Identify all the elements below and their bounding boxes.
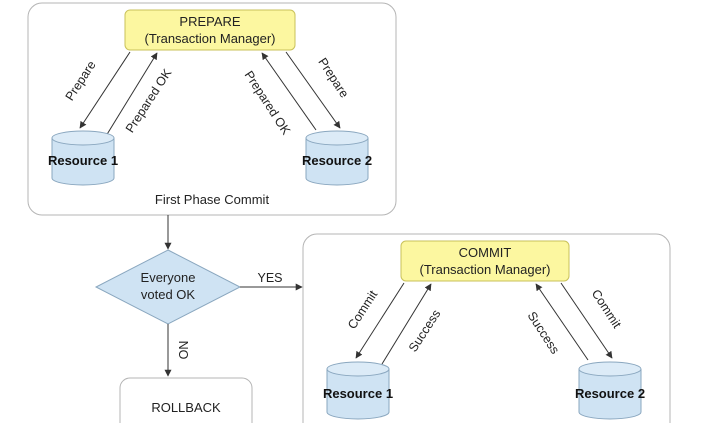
prepare-manager-subtitle: (Transaction Manager): [144, 31, 275, 46]
success-arrow-right: [535, 283, 589, 361]
commit-arrow-left: [355, 282, 405, 359]
commit-resource-2-label: Resource 2: [575, 386, 645, 401]
commit-resource-2-cylinder: Resource 2: [575, 361, 645, 420]
commit-manager-box: COMMIT (Transaction Manager): [400, 240, 570, 282]
commit-arrow-right: [560, 282, 613, 359]
decision-line-1: Everyone: [141, 270, 196, 285]
decision-diamond: Everyone voted OK: [94, 249, 242, 325]
resource-1-cylinder: Resource 1: [48, 130, 118, 186]
rollback-label: ROLLBACK: [151, 400, 221, 415]
first-phase-caption: First Phase Commit: [155, 192, 270, 207]
first-phase-panel: PREPARE (Transaction Manager) Prepare Pr…: [27, 2, 397, 216]
prepare-manager-box: PREPARE (Transaction Manager): [124, 9, 296, 51]
no-label: NO: [176, 341, 190, 360]
prepare-arrow-left: [79, 51, 131, 129]
prepared-ok-arrow-left: [105, 52, 158, 137]
resource-2-label: Resource 2: [302, 153, 372, 168]
prepare-arrow-right: [285, 51, 341, 129]
rollback-box: ROLLBACK: [119, 377, 253, 423]
prepare-manager-title: PREPARE: [179, 14, 240, 29]
decision-line-2: voted OK: [141, 287, 196, 302]
yes-label: YES: [257, 271, 282, 285]
success-arrow-left: [381, 283, 432, 365]
second-phase-panel: COMMIT (Transaction Manager) Commit Succ…: [302, 233, 671, 423]
commit-resource-1-cylinder: Resource 1: [323, 361, 393, 420]
resource-2-cylinder: Resource 2: [302, 130, 372, 186]
prepared-ok-arrow-right: [261, 52, 317, 131]
commit-manager-title: COMMIT: [459, 245, 512, 260]
commit-manager-subtitle: (Transaction Manager): [419, 262, 550, 277]
resource-1-label: Resource 1: [48, 153, 118, 168]
commit-resource-1-label: Resource 1: [323, 386, 393, 401]
